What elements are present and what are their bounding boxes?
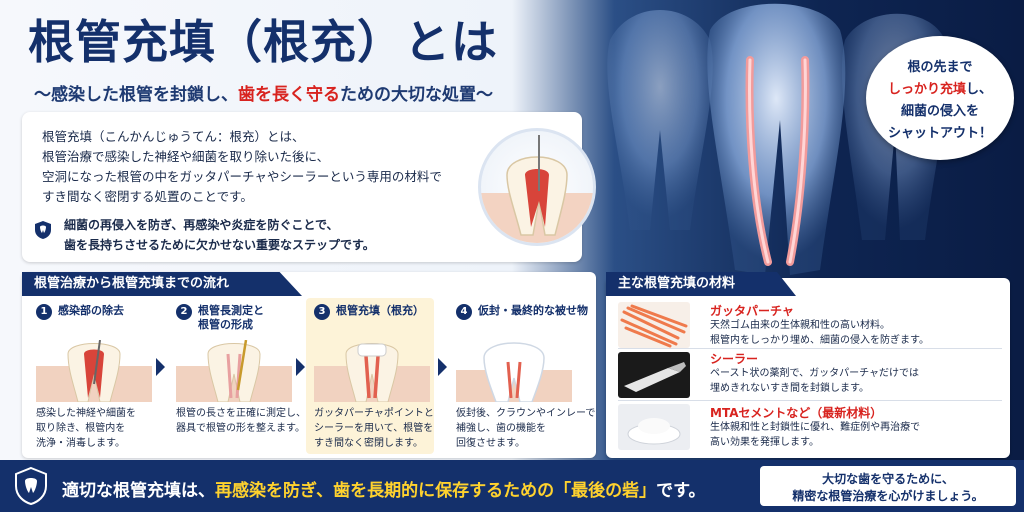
page-title: 根管充填（根充）とは <box>28 15 498 69</box>
intro-line: 根管充填（こんかんじゅうてん：根充）とは、 <box>42 129 305 144</box>
intro-line: すき間なく密閉する処置のことです。 <box>42 189 253 204</box>
flow-step: 4 仮封・最終的な被せ物 仮封後、クラウンやインレーで 補強し、歯の機能を 回復… <box>448 298 595 454</box>
step-desc: ガッタパーチャポイントと シーラーを用いて、根管を すき間なく密閉します。 <box>314 406 434 451</box>
shield-tooth-icon <box>35 221 51 239</box>
subtitle-post: ための大切な処置～ <box>340 85 493 105</box>
chevron-right-icon <box>438 358 447 376</box>
step-desc-line: 仮封後、クラウンやインレーで <box>456 408 596 419</box>
intro-note-line: 歯を長持ちさせるために欠かせない重要なステップです。 <box>64 238 375 252</box>
material-desc: 生体親和性と封鎖性に優れ、難症例や再治療で 高い効果を発揮します。 <box>710 420 920 450</box>
subtitle-highlight: 歯を長く守る <box>238 85 340 105</box>
tooth-cross-section-image <box>478 128 596 246</box>
tooth-step-image <box>36 340 152 402</box>
bottom-highlight: 「最後の砦」 <box>554 481 657 501</box>
sealer-image <box>618 352 690 398</box>
flow-step: 1 感染部の除去 感染した神経や細菌を 取り除き、根管内を 洗浄・消毒します。 <box>28 298 156 454</box>
closing-note: 大切な歯を守るために、 精密な根管治療を心がけましょう。 <box>760 466 1016 506</box>
step-title: 仮封・最終的な被せ物 <box>478 304 588 317</box>
flow-step: 2 根管長測定と 根管の形成 根管の長さを正確に測定し、 器具で根管の形を整えま… <box>168 298 306 454</box>
step-title-line: 根管の形成 <box>198 318 253 331</box>
bubble-line-rest: し、 <box>966 82 993 97</box>
bottom-highlight: 再感染を防ぎ、歯を長期的に保存するための <box>215 481 555 501</box>
chevron-right-icon <box>156 358 165 376</box>
note-line: 大切な歯を守るために、 <box>822 472 954 486</box>
material-name: シーラー <box>710 352 759 366</box>
material-name: MTAセメントなど（最新材料） <box>710 406 883 420</box>
material-name: ガッタパーチャ <box>710 304 794 318</box>
material-desc-line: 天然ゴム由来の生体親和性の高い材料。 <box>710 320 890 331</box>
material-desc-line: 生体親和性と封鎖性に優れ、難症例や再治療で <box>710 422 921 433</box>
material-desc-line: ペースト状の薬剤で、ガッタパーチャだけでは <box>710 368 919 379</box>
step-number: 1 <box>36 304 52 320</box>
material-desc-line: 根管内をしっかり埋め、細菌の侵入を防ぎます。 <box>710 335 929 346</box>
tooth-step-image <box>456 342 572 402</box>
step-desc-line: シーラーを用いて、根管を <box>314 423 434 434</box>
step-title: 感染部の除去 <box>58 304 124 317</box>
intro-line: 空洞になった根管の中をガッタパーチャやシーラーという専用の材料で <box>42 169 442 184</box>
bottom-message: 適切な根管充填は、再感染を防ぎ、歯を長期的に保存するための「最後の砦」です。 <box>62 476 705 501</box>
step-desc-line: 器具で根管の形を整えます。 <box>176 423 305 434</box>
divider <box>618 348 1002 349</box>
step-number: 2 <box>176 304 192 320</box>
step-desc-line: 洗浄・消毒します。 <box>36 438 125 449</box>
bubble-line: 根の先まで <box>907 60 973 75</box>
intro-line: 根管治療で感染した神経や細菌を取り除いた後に、 <box>42 149 330 164</box>
flow-heading: 根管治療から根管充填までの流れ <box>22 272 302 296</box>
shield-tooth-icon <box>15 466 47 506</box>
materials-heading: 主な根管充填の材料 <box>606 272 796 296</box>
note-line: 精密な根管治療を心がけましょう。 <box>792 489 984 503</box>
material-desc-line: 高い効果を発揮します。 <box>710 437 819 448</box>
subtitle-pre: ～感染した根管を封鎖し、 <box>34 85 238 105</box>
step-desc-line: 根管の長さを正確に測定し、 <box>176 408 306 419</box>
step-desc-line: ガッタパーチャポイントと <box>314 408 434 419</box>
step-number: 4 <box>456 304 472 320</box>
mta-cement-image <box>618 404 690 450</box>
page-subtitle: ～感染した根管を封鎖し、歯を長く守るための大切な処置～ <box>34 80 493 105</box>
step-title: 根管充填（根充） <box>336 304 424 317</box>
tooth-step-image <box>176 340 292 402</box>
step-desc-line: 感染した神経や細菌を <box>36 408 136 419</box>
gutta-percha-image <box>618 302 690 348</box>
bubble-line: 細菌の侵入を <box>900 104 979 119</box>
bottom-pre: 適切な根管充填は、 <box>62 481 215 501</box>
intro-note-line: 細菌の再侵入を防ぎ、再感染や炎症を防ぐことで、 <box>64 218 339 232</box>
step-desc: 感染した神経や細菌を 取り除き、根管内を 洗浄・消毒します。 <box>36 406 136 451</box>
material-desc: ペースト状の薬剤で、ガッタパーチャだけでは 埋めきれないすき間を封鎖します。 <box>710 366 919 396</box>
step-desc: 根管の長さを正確に測定し、 器具で根管の形を整えます。 <box>176 406 306 436</box>
intro-box: 根管充填（こんかんじゅうてん：根充）とは、 根管治療で感染した神経や細菌を取り除… <box>22 112 582 262</box>
step-desc-line: 回復させます。 <box>456 438 525 449</box>
bubble-highlight: しっかり充填 <box>887 82 966 97</box>
step-title-line: 根管長測定と <box>198 304 264 317</box>
step-number: 3 <box>314 304 330 320</box>
divider <box>618 400 1002 401</box>
step-title: 根管長測定と 根管の形成 <box>198 304 264 332</box>
callout-bubble: 根の先まで しっかり充填し、 細菌の侵入を シャットアウト！ <box>866 36 1014 160</box>
step-desc-line: 取り除き、根管内を <box>36 423 126 434</box>
step-desc-line: 補強し、歯の機能を <box>456 423 546 434</box>
step-desc: 仮封後、クラウンやインレーで 補強し、歯の機能を 回復させます。 <box>456 406 595 451</box>
material-desc: 天然ゴム由来の生体親和性の高い材料。 根管内をしっかり埋め、細菌の侵入を防ぎます… <box>710 318 929 348</box>
material-desc-line: 埋めきれないすき間を封鎖します。 <box>710 383 869 394</box>
flow-step-highlighted: 3 根管充填（根充） ガッタパーチャポイントと シーラーを用いて、根管を すき間… <box>306 298 434 454</box>
bottom-post: です。 <box>656 481 706 501</box>
tooth-step-image <box>314 343 430 402</box>
bubble-line: しっかり充填し、 <box>866 78 1014 97</box>
bubble-line: シャットアウト！ <box>887 126 992 141</box>
step-desc-line: すき間なく密閉します。 <box>314 438 423 449</box>
chevron-right-icon <box>296 358 305 376</box>
